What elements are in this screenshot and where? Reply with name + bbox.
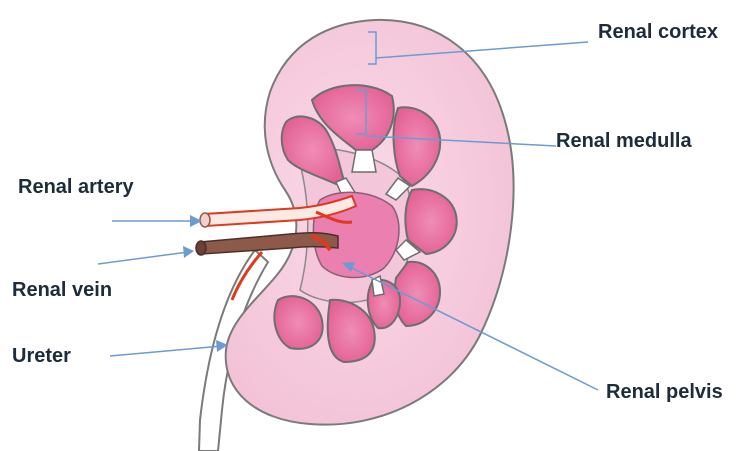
ureter-pointer-line	[110, 346, 222, 356]
label-renal-artery: Renal artery	[18, 176, 134, 198]
vein-arrowhead	[183, 246, 194, 258]
calyx-1	[352, 150, 376, 172]
label-renal-pelvis: Renal pelvis	[606, 381, 723, 403]
vein-pointer-line	[98, 252, 188, 264]
renal-artery-opening	[200, 213, 210, 227]
label-renal-vein: Renal vein	[12, 279, 112, 301]
label-ureter: Ureter	[12, 345, 71, 367]
label-renal-cortex: Renal cortex	[598, 21, 718, 43]
label-renal-medulla: Renal medulla	[556, 130, 692, 152]
renal-vein-opening	[196, 241, 206, 255]
